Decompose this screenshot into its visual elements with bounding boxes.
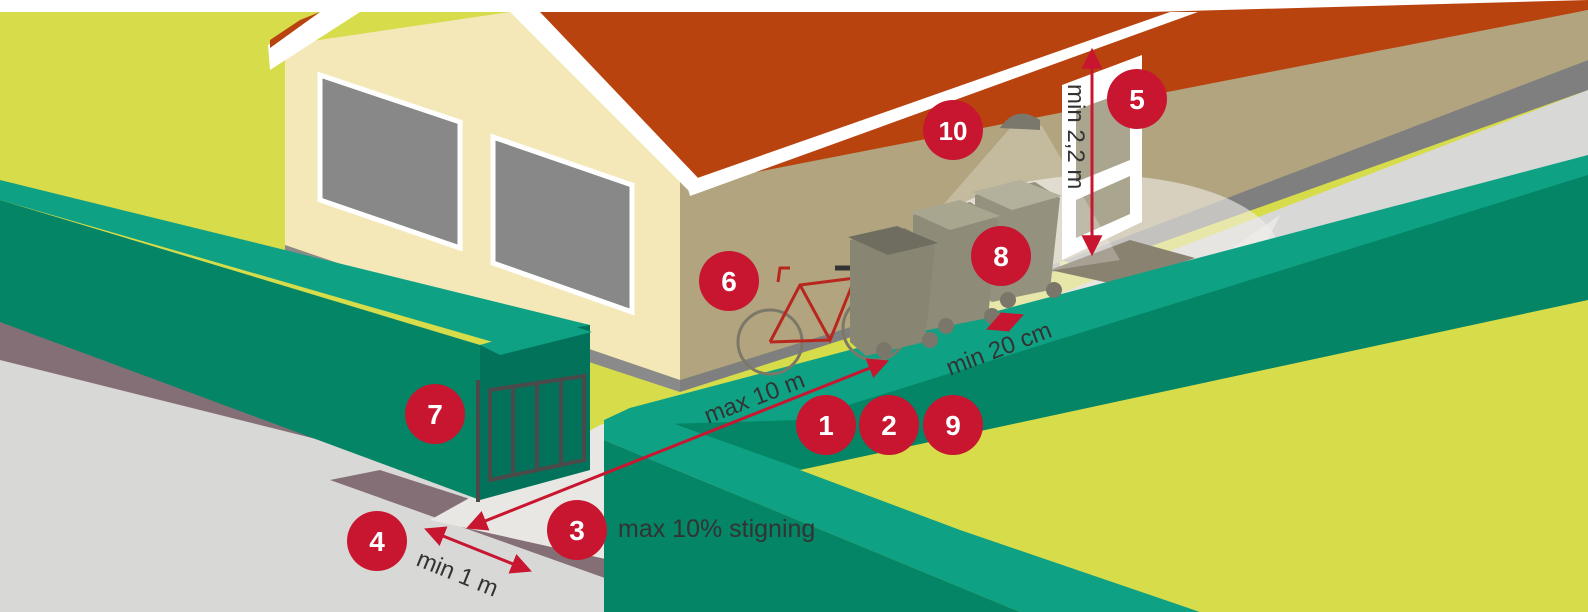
marker-badge-6: 6 xyxy=(699,251,759,311)
lawn-right xyxy=(800,300,1588,612)
svg-text:8: 8 xyxy=(993,241,1009,272)
svg-text:1: 1 xyxy=(818,410,834,441)
waste-bin-icon xyxy=(848,226,938,358)
svg-text:3: 3 xyxy=(569,515,585,546)
roof-trim-gable xyxy=(510,12,700,192)
label-min-height: min 2,2 m xyxy=(1062,84,1089,189)
marker-badge-5: 5 xyxy=(1107,69,1167,129)
marker-badge-7: 7 xyxy=(405,384,465,444)
marker-badge-10: 10 xyxy=(923,100,983,160)
outdoor-lamp-icon xyxy=(1000,113,1040,130)
house-window-left xyxy=(317,71,463,252)
svg-text:5: 5 xyxy=(1129,84,1145,115)
svg-text:10: 10 xyxy=(939,116,968,146)
svg-text:7: 7 xyxy=(427,399,443,430)
svg-text:9: 9 xyxy=(945,410,961,441)
hedge-right-top xyxy=(630,155,1588,425)
marker-badge-1: 1 xyxy=(796,395,856,455)
marker-badge-3: 3 xyxy=(547,500,607,560)
measure-arrow-icon xyxy=(466,358,889,531)
roof-trim-left xyxy=(268,12,360,70)
hedge-left-face xyxy=(0,200,480,500)
house-window-right xyxy=(490,133,635,316)
waste-bin-icon xyxy=(910,200,1000,334)
top-margin xyxy=(0,0,1588,12)
marker-badge-8: 8 xyxy=(971,226,1031,286)
svg-text:4: 4 xyxy=(369,526,385,557)
marker-badge-2: 2 xyxy=(859,395,919,455)
svg-text:2: 2 xyxy=(881,410,897,441)
marker-badge-9: 9 xyxy=(923,395,983,455)
doormat-icon xyxy=(1050,240,1195,285)
house-roof xyxy=(525,0,1588,185)
hedge-left-top xyxy=(0,180,590,370)
label-max-slope: max 10% stigning xyxy=(618,515,815,543)
marker-badge-4: 4 xyxy=(347,511,407,571)
roof-corner xyxy=(270,12,320,48)
measure-arrow-icon xyxy=(986,312,1024,332)
hedge-left-end-top xyxy=(480,322,592,355)
measure-arrow-icon xyxy=(424,526,532,574)
svg-text:6: 6 xyxy=(721,266,737,297)
